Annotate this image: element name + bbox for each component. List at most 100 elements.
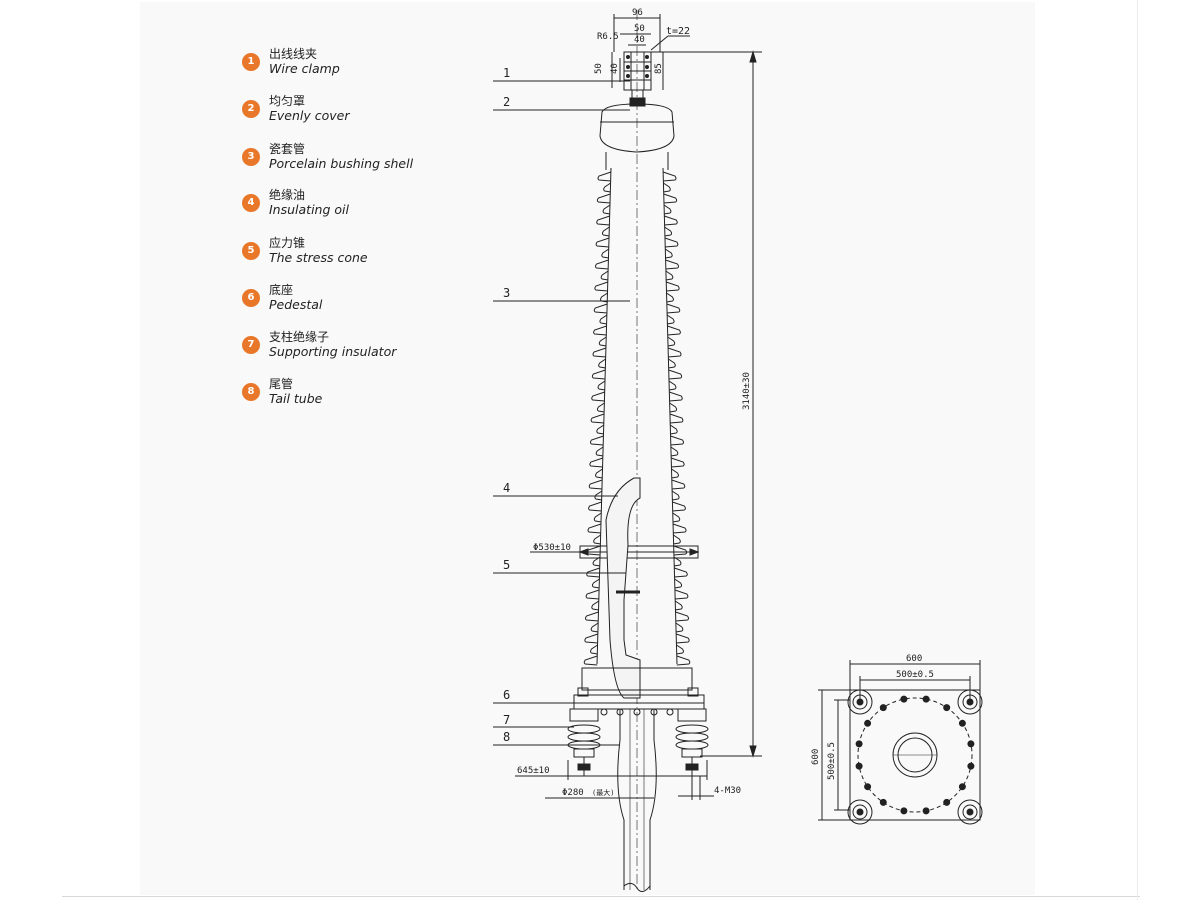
corner-bolts <box>847 689 983 825</box>
shed <box>584 611 690 622</box>
bolt-hole <box>900 695 908 703</box>
dim-top-width: 96 <box>632 8 643 18</box>
shed <box>588 501 686 512</box>
shed <box>584 633 690 644</box>
support-insulator-right <box>675 708 709 776</box>
legend-badge: 1 <box>242 53 260 71</box>
shed <box>586 567 688 578</box>
legend-label-en: Evenly cover <box>269 108 350 123</box>
shed <box>594 259 680 270</box>
shed <box>594 490 680 501</box>
legend-badge: 6 <box>242 289 260 307</box>
stress-cone <box>605 477 641 699</box>
shed <box>587 523 687 534</box>
bolt-hole <box>855 740 863 748</box>
bottom-divider <box>62 896 1140 897</box>
legend-label-en: Tail tube <box>269 391 323 406</box>
shed <box>597 380 677 391</box>
shed <box>596 402 678 413</box>
legend-label-cn: 应力锥 <box>269 236 306 250</box>
legend-label-cn: 瓷套管 <box>269 142 306 156</box>
bushing-core-outline <box>596 167 678 665</box>
dim-base-width: 645±10 <box>517 766 550 776</box>
dim-radius: R6.5 <box>597 32 619 42</box>
shed <box>589 457 685 468</box>
callout-5: 5 <box>503 558 510 572</box>
shed <box>597 171 677 182</box>
shed <box>591 578 683 589</box>
shed <box>592 556 682 567</box>
legend-item-tail-tube: 8 尾管 Tail tube <box>242 375 442 411</box>
legend-label-cn: 底座 <box>269 283 294 297</box>
legend-label-cn: 尾管 <box>269 377 294 391</box>
dim-plan-inner-width: 500±0.5 <box>896 670 934 680</box>
bolt-circle <box>857 697 973 813</box>
dim-plan-inner-height: 500±0.5 <box>827 742 837 780</box>
dim-shed-diameter: Φ530±10 <box>533 543 571 553</box>
legend-label-en: Supporting insulator <box>269 344 397 359</box>
legend-item-wire-clamp: 1 出线线夹 Wire clamp <box>242 45 442 81</box>
legend-item-insulating-oil: 4 绝缘油 Insulating oil <box>242 186 442 222</box>
legend-label-en: Insulating oil <box>269 202 349 217</box>
shed <box>591 600 683 611</box>
pedestal-plan-view <box>818 660 983 825</box>
bolt-hole <box>967 740 975 748</box>
legend-badge: 2 <box>242 100 260 118</box>
pedestal-upper <box>581 667 693 691</box>
legend-item-evenly-cover: 2 均匀罩 Evenly cover <box>242 92 442 128</box>
bolt-hole <box>943 798 951 806</box>
bolt-holes <box>855 695 975 815</box>
shed <box>596 193 678 204</box>
cover-neck <box>629 97 646 107</box>
dim-bolt: 4-M30 <box>714 786 741 796</box>
support-insulator-left <box>567 708 601 776</box>
dim-plan-height: 600 <box>811 749 821 765</box>
legend-label-cn: 支柱绝缘子 <box>269 330 330 344</box>
shed <box>591 369 683 380</box>
legend-badge: 8 <box>242 383 260 401</box>
shed <box>596 215 678 226</box>
callout-8: 8 <box>503 730 510 744</box>
legend-badge: 7 <box>242 336 260 354</box>
legend-label-en: The stress cone <box>269 250 368 265</box>
tail-tube <box>617 709 657 890</box>
legend-badge: 4 <box>242 194 260 212</box>
shed <box>592 347 682 358</box>
shed <box>590 413 684 424</box>
dim-top-inner2: 40 <box>634 35 645 45</box>
drawing-panel <box>140 2 1035 895</box>
dim-tail-diameter: Φ280 <box>562 788 584 798</box>
bolt-hole <box>943 704 951 712</box>
shed <box>585 589 689 600</box>
dim-tail-note: (最大) <box>592 788 614 797</box>
legend-label-cn: 均匀罩 <box>269 94 306 108</box>
shed <box>583 655 691 666</box>
shed <box>599 314 675 325</box>
shed <box>590 644 684 655</box>
shed <box>593 325 681 336</box>
bolt-hole <box>864 719 872 727</box>
legend-item-porcelain-bushing: 3 瓷套管 Porcelain bushing shell <box>242 140 442 176</box>
legend-label-en: Porcelain bushing shell <box>269 156 414 171</box>
bolt-hole <box>864 783 872 791</box>
shed <box>593 512 681 523</box>
legend-item-stress-cone: 5 应力锥 The stress cone <box>242 234 442 270</box>
shed <box>595 446 679 457</box>
bolt-hole <box>900 807 908 815</box>
shed <box>591 391 683 402</box>
dim-height: 3140±30 <box>742 372 752 410</box>
shed <box>598 358 676 369</box>
shed <box>602 204 672 215</box>
shed <box>593 303 681 314</box>
bolt-hole <box>958 783 966 791</box>
dim-left-50: 50 <box>594 63 604 74</box>
legend-item-supporting-insulator: 7 支柱绝缘子 Supporting insulator <box>242 328 442 364</box>
shed <box>588 479 686 490</box>
callout-2: 2 <box>503 95 510 109</box>
shed <box>595 237 679 248</box>
evenly-cover <box>599 103 675 153</box>
callout-3: 3 <box>503 286 510 300</box>
shed <box>589 435 685 446</box>
shed <box>595 468 679 479</box>
